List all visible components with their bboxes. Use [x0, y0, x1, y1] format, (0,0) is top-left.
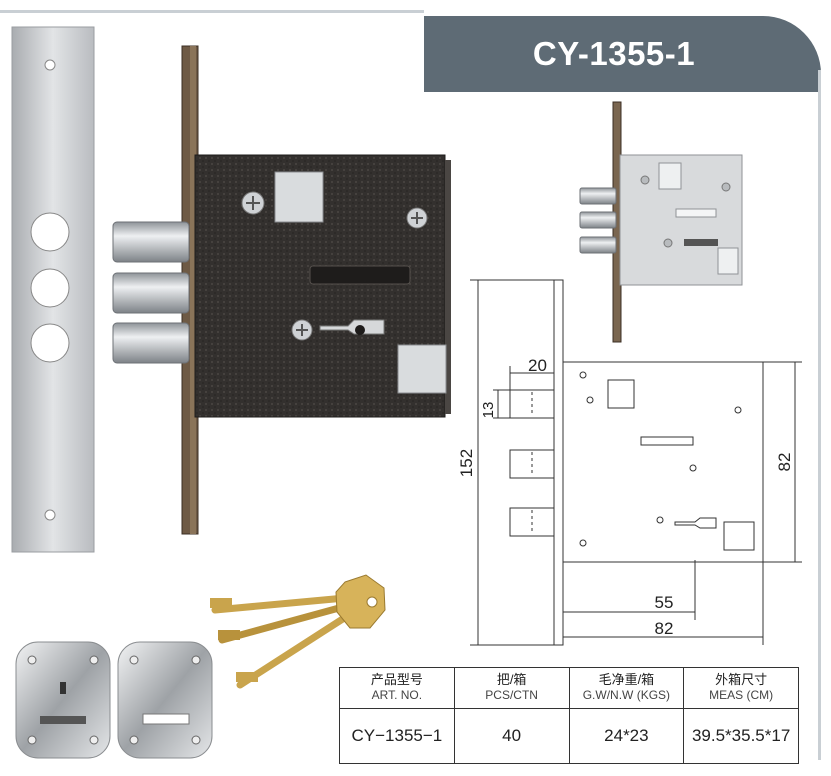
- right-border-line: [818, 70, 821, 760]
- cell-weight: 24*23: [568, 708, 685, 764]
- col-header-pcs-cn: 把/箱: [453, 667, 570, 688]
- cell-measurement: 39.5*35.5*17: [683, 708, 799, 764]
- dim-bolt-length: 20: [528, 356, 547, 375]
- keys-photo: [210, 574, 386, 689]
- col-header-meas-cn: 外箱尺寸: [683, 667, 799, 688]
- model-title: CY-1355-1: [532, 35, 696, 72]
- dim-case-height: 82: [775, 453, 794, 472]
- col-header-meas-en: MEAS (CM): [683, 688, 799, 709]
- col-header-weight-en: G.W/N.W (KGS): [568, 688, 685, 709]
- dim-bolt-height: 13: [480, 402, 497, 419]
- mortise-lock-photo: [112, 45, 451, 535]
- col-header-art-no-en: ART. NO.: [339, 688, 455, 709]
- top-border-line: [0, 10, 424, 13]
- header-banner: [424, 16, 821, 92]
- col-header-pcs-en: PCS/CTN: [453, 688, 570, 709]
- strike-plate: [11, 26, 95, 553]
- col-header-weight-cn: 毛净重/箱: [568, 667, 685, 688]
- spec-table: 产品型号 把/箱 毛净重/箱 外箱尺寸 ART. NO. PCS/CTN G.W…: [339, 667, 799, 764]
- dim-faceplate-length: 152: [457, 449, 476, 477]
- dim-case-width: 82: [655, 619, 674, 638]
- cell-art-no: CY−1355−1: [339, 708, 455, 764]
- dimension-drawing: [470, 279, 802, 646]
- dim-backset: 55: [655, 593, 674, 612]
- col-header-art-no-cn: 产品型号: [339, 667, 455, 688]
- small-lock-photo: [579, 101, 743, 343]
- escutcheon-plates: [15, 641, 213, 759]
- cell-pcs-per-carton: 40: [453, 708, 570, 764]
